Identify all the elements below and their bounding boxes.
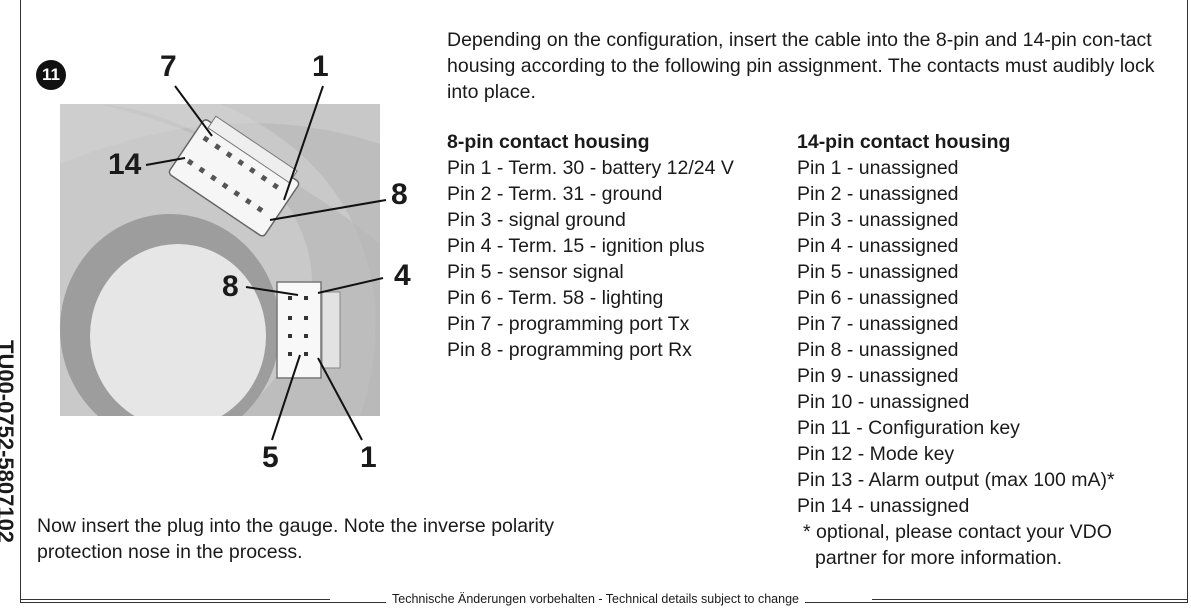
pin-row: Pin 6 - unassigned <box>797 287 959 309</box>
callout-14: 14 <box>108 148 142 181</box>
callout-1-bottom: 1 <box>360 441 377 474</box>
footer-rule-left <box>20 599 330 600</box>
callout-8-right: 8 <box>391 178 408 211</box>
connector-photo <box>60 104 380 416</box>
pin-row: Pin 2 - Term. 31 - ground <box>447 183 663 205</box>
intro-paragraph: Depending on the configuration, insert t… <box>447 29 1155 103</box>
callout-5: 5 <box>262 441 279 474</box>
fourteen-pin-section: 14-pin contact housing Pin 1 - unassigne… <box>797 129 1157 571</box>
pin-row: Pin 8 - unassigned <box>797 339 959 361</box>
fourteen-pin-title: 14-pin contact housing <box>797 131 1011 153</box>
pin-row: Pin 2 - unassigned <box>797 183 959 205</box>
footer-rule-right <box>872 599 1188 600</box>
eight-pin-title: 8-pin contact housing <box>447 131 650 153</box>
eight-pin-section: 8-pin contact housing Pin 1 - Term. 30 -… <box>447 129 734 363</box>
pin-row: Pin 7 - unassigned <box>797 313 959 335</box>
pin-row: Pin 9 - unassigned <box>797 365 959 387</box>
pin-row: Pin 4 - Term. 15 - ignition plus <box>447 235 705 257</box>
pin-row: Pin 7 - programming port Tx <box>447 313 690 335</box>
pin-row: Pin 14 - unassigned <box>797 495 970 517</box>
footer-text: Technische Änderungen vorbehalten - Tech… <box>386 592 805 606</box>
pin-row: Pin 5 - sensor signal <box>447 261 624 283</box>
callout-7: 7 <box>160 50 177 83</box>
step-number-badge: 11 <box>36 60 66 90</box>
callout-4: 4 <box>394 259 411 292</box>
pin-row: Pin 4 - unassigned <box>797 235 959 257</box>
pin-row: Pin 12 - Mode key <box>797 443 955 465</box>
pin-row: Pin 3 - signal ground <box>447 209 626 231</box>
pin-row: Pin 1 - unassigned <box>797 157 959 179</box>
pin-row: Pin 1 - Term. 30 - battery 12/24 V <box>447 157 734 179</box>
pin-row: Pin 10 - unassigned <box>797 391 970 413</box>
pin-row: Pin 3 - unassigned <box>797 209 959 231</box>
bottom-note: Now insert the plug into the gauge. Note… <box>37 515 555 563</box>
callout-8-left: 8 <box>222 270 239 303</box>
pin-row: Pin 11 - Configuration key <box>797 417 1020 439</box>
callout-1-top: 1 <box>312 50 329 83</box>
pin-row: Pin 6 - Term. 58 - lighting <box>447 287 664 309</box>
footnote: * optional, please contact your VDO part… <box>803 521 1112 569</box>
pin-row: Pin 5 - unassigned <box>797 261 959 283</box>
pin-row: Pin 13 - Alarm output (max 100 mA)* <box>797 469 1115 491</box>
footer: Technische Änderungen vorbehalten - Tech… <box>0 592 1191 606</box>
pin-row: Pin 8 - programming port Rx <box>447 339 692 361</box>
